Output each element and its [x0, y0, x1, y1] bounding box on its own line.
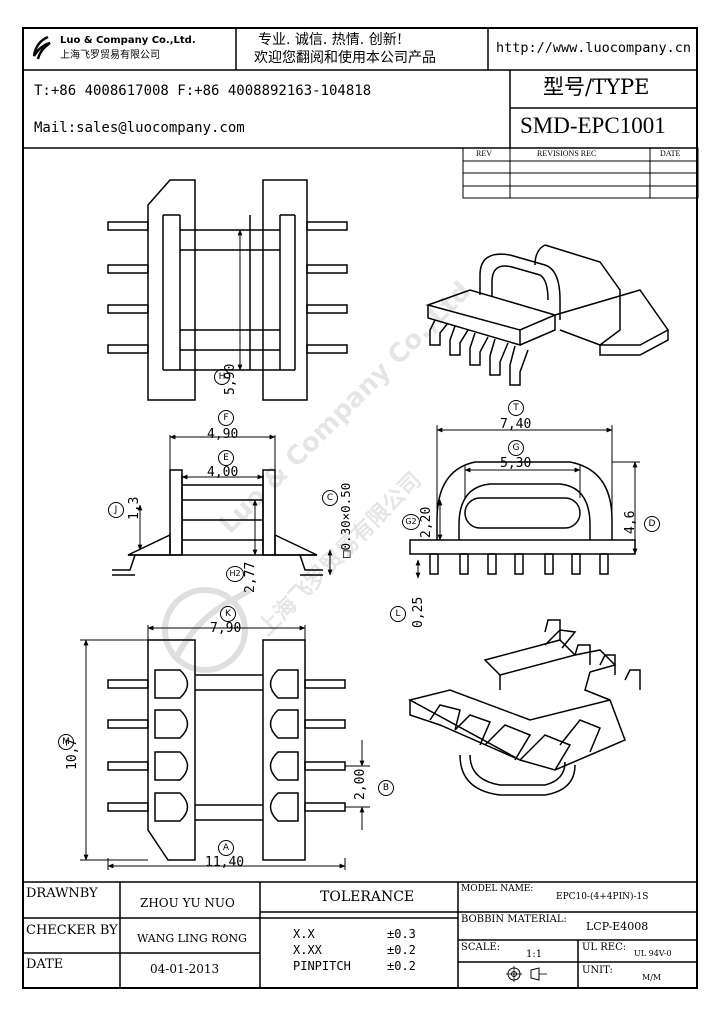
top-view [107, 179, 348, 401]
dim-label-L: L [390, 606, 406, 622]
checker-label: CHECKER BY [26, 923, 118, 938]
dim-label-H2: H2 [226, 566, 244, 582]
drawnby-value: ZHOU YU NUO [140, 896, 235, 910]
bobbin-material-value: LCP-E4008 [586, 920, 649, 933]
scale-label: SCALE: [461, 942, 501, 953]
dim-value-B: 2,00 [353, 768, 368, 800]
unit-label: UNIT: [582, 965, 613, 976]
bobbin-material-label: BOBBIN MATERIAL: [461, 914, 567, 925]
front-view [112, 469, 323, 576]
model-number: SMD-EPC1001 [520, 113, 666, 138]
dim-value-H2: 2,77 [243, 561, 258, 593]
checker-value: WANG LING RONG [137, 932, 247, 945]
model-name-label: MODEL NAME: [461, 884, 534, 894]
model-name-value: EPC10-(4+4PIN)-1S [556, 892, 649, 902]
bottom-view-dims [80, 625, 370, 870]
dim-label-K: K [220, 606, 236, 622]
tol-key-xx: X.X [293, 927, 315, 941]
slogan: 专业. 诚信. 热情. 创新! [258, 32, 403, 48]
mail-address[interactable]: Mail:sales@luocompany.com [34, 120, 245, 136]
front-view-dims [137, 434, 333, 576]
dim-value-T: 7,40 [500, 417, 532, 432]
bottom-view [107, 639, 346, 861]
dim-value-M: 10,7 [65, 738, 80, 770]
tol-val-xx: ±0.3 [387, 927, 416, 941]
dim-value-A: 11,40 [205, 855, 245, 870]
dim-label-B: B [378, 780, 394, 796]
rev-col-header: REV [476, 149, 492, 158]
tol-key-pinpitch: PINPITCH [293, 959, 351, 973]
unit-value: M/M [642, 973, 662, 982]
dim-value-K: 7,90 [210, 621, 242, 636]
dim-value-L: 0,25 [411, 596, 426, 628]
dim-value-H: 5,90 [223, 363, 238, 395]
side-view [409, 461, 636, 575]
tol-val-xxx: ±0.2 [387, 943, 416, 957]
dim-value-J: 1,3 [127, 496, 142, 520]
dim-value-D: 4,6 [623, 510, 638, 534]
date-col-header: DATE [660, 149, 681, 158]
dim-value-G2: 2,20 [419, 506, 434, 538]
projection-symbol-icon [505, 965, 555, 983]
dim-label-A: A [218, 840, 234, 856]
dim-value-G: 5,30 [500, 456, 532, 471]
dim-label-M: M [58, 734, 74, 750]
drawing-sheet [22, 27, 698, 989]
drawnby-label: DRAWNBY [26, 886, 98, 901]
dim-label-J: J [108, 502, 124, 518]
type-label: 型号/TYPE [543, 75, 650, 99]
website-link[interactable]: http://www.luocompany.cn [496, 40, 692, 56]
revisions-rec-col-header: REVISIONS REC [537, 149, 597, 158]
dim-label-F: F [218, 410, 234, 426]
company-name-cn: 上海飞罗贸易有限公司 [60, 50, 160, 61]
tolerance-label: TOLERANCE [320, 889, 415, 905]
date-label: DATE [26, 957, 64, 972]
side-view-dims [415, 425, 640, 579]
iso-view-top [425, 244, 670, 386]
company-name-en: Luo & Company Co.,Ltd. [60, 35, 196, 46]
phone-fax: T:+86 4008617008 F:+86 4008892163-104818 [34, 83, 372, 99]
dim-label-E: E [218, 450, 234, 466]
dim-label-G2: G2 [402, 514, 420, 530]
tol-val-pinpitch: ±0.2 [387, 959, 416, 973]
dim-value-E: 4,00 [207, 465, 239, 480]
revision-table [462, 147, 699, 199]
ul-rec-label: UL REC: [582, 942, 627, 953]
date-value: 04-01-2013 [150, 962, 220, 976]
company-logo-icon [30, 34, 52, 62]
dim-value-C: □0.30×0.50 [338, 482, 353, 558]
dim-label-H: H [214, 369, 230, 385]
dim-label-C: C [322, 490, 338, 506]
welcome-text: 欢迎您翻阅和使用本公司产品 [254, 50, 436, 66]
dim-label-G: G [508, 440, 524, 456]
dim-label-D: D [644, 516, 660, 532]
tol-key-xxx: X.XX [293, 943, 322, 957]
footer-lines [22, 881, 698, 989]
ul-rec-value: UL 94V-0 [634, 949, 672, 958]
iso-view-bottom [407, 619, 641, 796]
dim-value-F: 4,90 [207, 427, 239, 442]
dim-label-T: T [508, 400, 524, 416]
scale-value: 1:1 [526, 949, 543, 960]
